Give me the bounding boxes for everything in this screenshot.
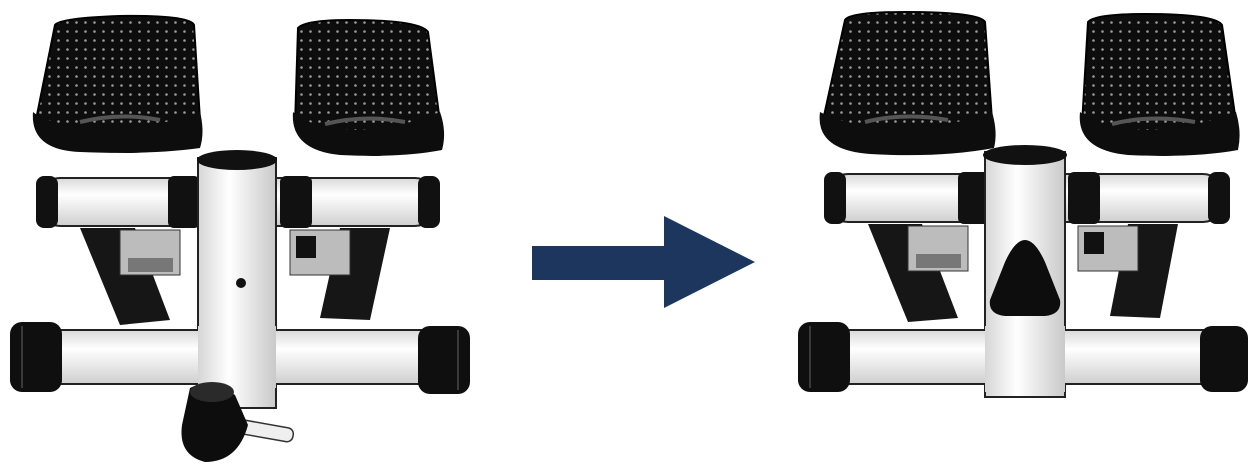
stepper-right: [798, 12, 1248, 397]
front-crossbar: [798, 322, 1248, 392]
left-pedal: [33, 16, 203, 153]
right-pedal: [1080, 14, 1240, 156]
right-pedal: [293, 20, 444, 156]
right-arrow-icon: [532, 216, 755, 308]
stepper-left: [10, 16, 470, 462]
front-crossbar: [10, 322, 470, 394]
left-pedal: [820, 12, 996, 155]
